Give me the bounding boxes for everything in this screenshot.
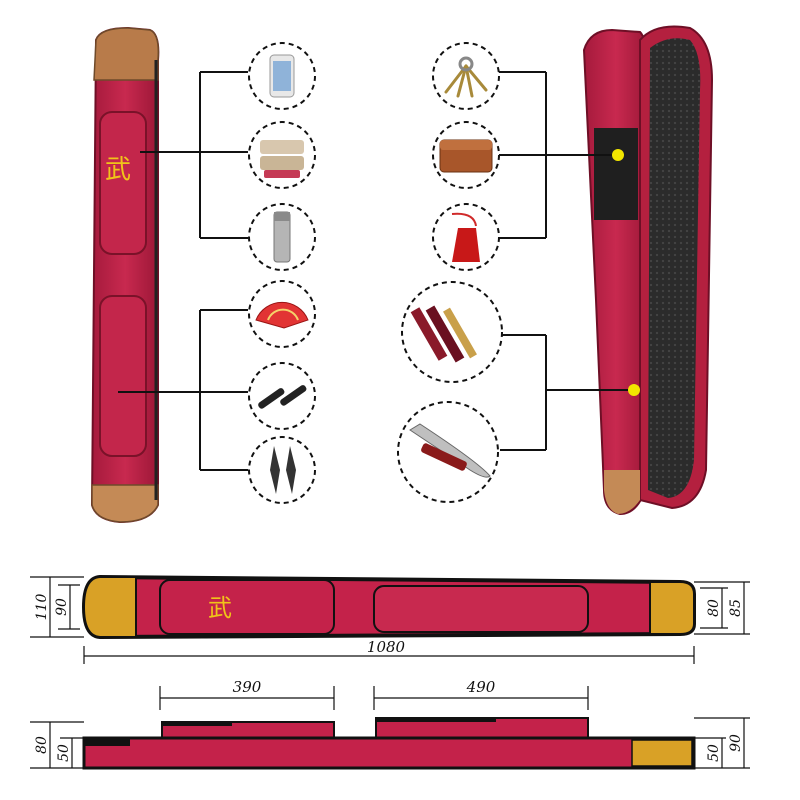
- right-bag-inner-pocket: [594, 128, 638, 220]
- dim-top-left-outer: 110: [34, 594, 50, 621]
- left-item-towel: [248, 121, 316, 189]
- right-item-swords: [401, 281, 503, 383]
- dim-side-right-outer: 90: [728, 734, 744, 752]
- dim-side-pocket1: 390: [233, 678, 262, 696]
- wallet-icon: [439, 139, 493, 173]
- right-item-tassel: [432, 203, 500, 271]
- left-item-spear-heads: [248, 436, 316, 504]
- right-connectors: [498, 71, 634, 451]
- fan-icon: [255, 301, 309, 329]
- right-item-broadsword: [397, 401, 499, 503]
- dim-top-length: 1080: [367, 638, 406, 656]
- nunchaku-icon: [258, 385, 307, 409]
- phone-icon: [269, 54, 295, 98]
- dim-side-left-inner: 50: [56, 744, 72, 762]
- marker-dot-pocket: [612, 149, 624, 161]
- left-item-thermos: [248, 203, 316, 271]
- right-item-wallet: [432, 121, 500, 189]
- spear-icon: [270, 446, 296, 494]
- right-bag-photo: [582, 25, 714, 516]
- left-connectors: [118, 71, 248, 471]
- left-bag-pocket-top: [99, 111, 147, 255]
- left-bag-pocket-bottom: [99, 295, 147, 457]
- dim-top-left-inner: 90: [54, 598, 70, 616]
- left-item-fan: [248, 280, 316, 348]
- broadsword-icon: [409, 423, 491, 478]
- top-view-diagram: 武 110 90 80 85 1080: [30, 574, 750, 664]
- dim-top-right-outer: 85: [728, 599, 744, 617]
- dim-top-right-inner: 80: [706, 599, 722, 617]
- side-view-body: [82, 736, 696, 770]
- thermos-icon: [273, 211, 291, 263]
- top-view-pocket-left: [159, 579, 335, 635]
- side-view-diagram: 390 490 80 50 50 90: [30, 678, 750, 770]
- left-bag-photo: 武: [90, 26, 160, 524]
- top-view-pocket-right: [373, 585, 589, 633]
- top-view-emblem: 武: [208, 594, 232, 622]
- swords-icon: [410, 305, 477, 363]
- dim-side-left-outer: 80: [34, 736, 50, 754]
- tassel-icon: [451, 212, 480, 262]
- left-item-nunchaku: [248, 362, 316, 430]
- keys-icon: [444, 56, 488, 98]
- dim-side-pocket2: 490: [466, 678, 496, 696]
- dim-side-right-inner: 50: [706, 744, 722, 762]
- marker-dot-main: [628, 384, 640, 396]
- towel-icon: [260, 140, 304, 178]
- right-item-keys: [432, 42, 500, 110]
- left-item-phone: [248, 42, 316, 110]
- bag-emblem: 武: [105, 155, 131, 185]
